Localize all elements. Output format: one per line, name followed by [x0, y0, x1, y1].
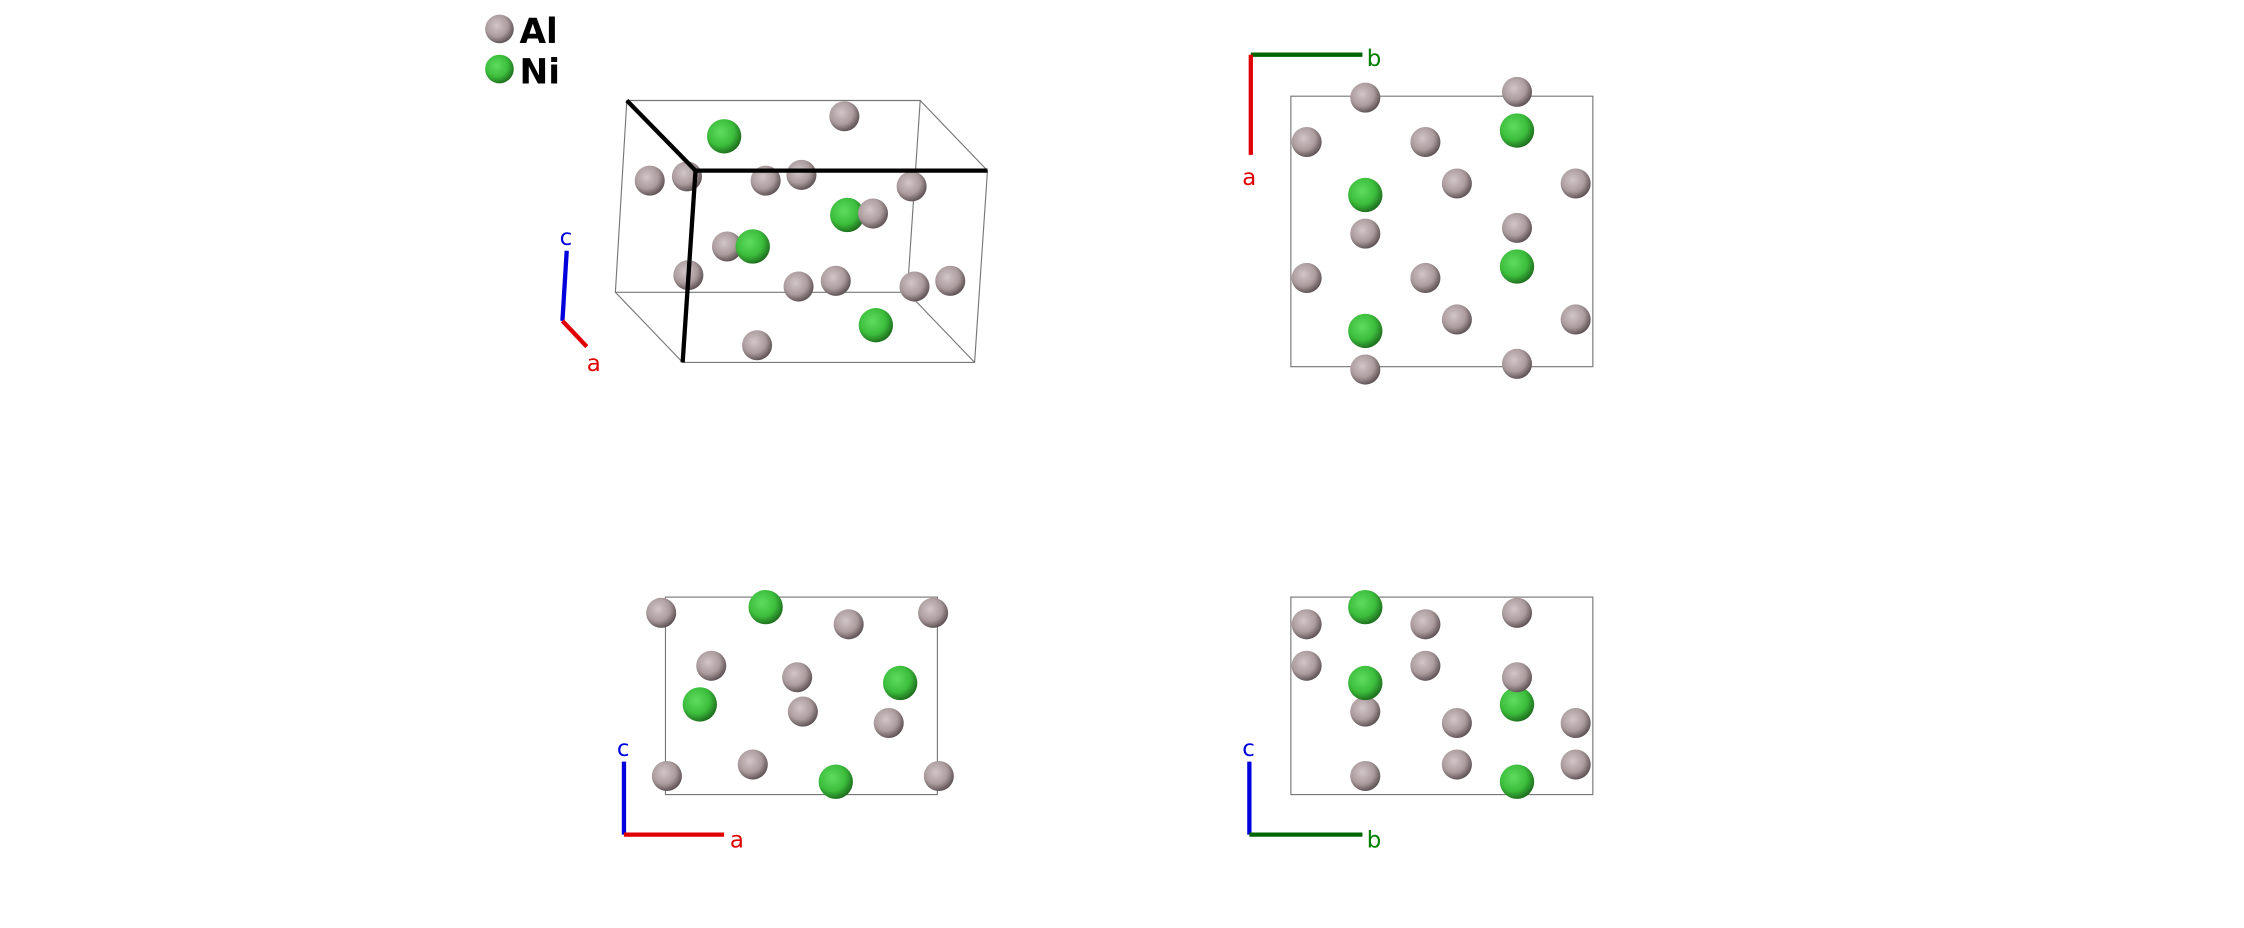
panel-perspective: c a — [560, 98, 989, 377]
axis-label-c: c — [617, 736, 630, 762]
al-atom — [1501, 597, 1533, 628]
axis-indicator: b a — [1242, 46, 1381, 191]
al-atom — [1350, 354, 1381, 385]
al-atom — [896, 171, 927, 202]
ni-atom — [1348, 313, 1383, 349]
ni-atom — [735, 229, 770, 264]
al-atom — [1350, 82, 1381, 113]
panel-along-b: c a — [617, 589, 954, 854]
axis-label-c: c — [1242, 736, 1255, 762]
ni-atom — [830, 197, 865, 233]
al-atom — [1501, 662, 1533, 693]
ni-atom — [858, 308, 894, 343]
al-atom — [857, 198, 889, 229]
al-atom — [1410, 650, 1441, 681]
al-atom — [1291, 262, 1322, 293]
al-atom — [1291, 650, 1322, 681]
ni-atom — [706, 119, 742, 154]
al-atom — [742, 330, 773, 361]
al-atom — [1350, 760, 1381, 792]
axis-label-a: a — [730, 828, 744, 854]
al-atom — [935, 265, 966, 296]
al-atom — [1441, 708, 1472, 739]
al-atom — [1291, 609, 1322, 640]
al-atom — [1410, 126, 1441, 158]
axis-label-b: b — [1367, 828, 1382, 854]
ni-atom — [818, 764, 853, 799]
legend-ni-sphere — [485, 54, 514, 84]
al-atom — [711, 231, 743, 262]
al-atom — [873, 708, 904, 739]
legend-al-label: Al — [519, 12, 557, 52]
panel-along-a: c b — [1242, 589, 1594, 854]
al-atom — [1441, 749, 1472, 780]
al-atom — [1501, 76, 1533, 107]
al-atom — [1350, 696, 1381, 727]
cell-vectors — [625, 98, 988, 363]
al-atom — [1410, 609, 1441, 640]
al-atom — [634, 165, 665, 196]
al-atom — [820, 265, 851, 296]
ni-atom — [1499, 113, 1535, 148]
al-atom — [1560, 749, 1591, 780]
al-atom — [1350, 218, 1381, 249]
axis-label-b: b — [1367, 46, 1382, 72]
al-atom — [787, 696, 818, 727]
unit-cell — [1290, 596, 1594, 796]
axis-label-a: a — [1242, 165, 1256, 191]
unit-cell — [614, 99, 989, 363]
al-atom — [833, 609, 864, 640]
al-atom — [696, 650, 727, 681]
ni-atom — [1499, 249, 1535, 284]
ni-atom — [1348, 665, 1383, 701]
al-atom — [918, 597, 949, 628]
al-atom — [1560, 304, 1591, 335]
al-atom — [671, 161, 702, 192]
axis-indicator: c a — [617, 736, 744, 854]
al-atom — [646, 597, 677, 628]
ni-atom — [1348, 589, 1383, 625]
panel-along-c: b a — [1242, 46, 1594, 385]
ni-atom — [1499, 764, 1535, 799]
al-atom — [750, 165, 781, 196]
legend-ni-label: Ni — [519, 52, 560, 92]
al-atom — [1291, 126, 1322, 158]
al-atom — [651, 760, 682, 792]
unit-cell — [664, 596, 938, 796]
al-atom — [1501, 348, 1533, 379]
ni-atom — [682, 687, 717, 722]
axis-indicator: c a — [560, 225, 601, 377]
legend-al-sphere — [485, 14, 514, 44]
al-atom — [783, 271, 814, 302]
al-atom — [1441, 168, 1472, 199]
al-atom — [923, 760, 954, 792]
al-atom — [1410, 262, 1441, 293]
ni-atom — [1348, 177, 1383, 213]
ni-atom — [1499, 687, 1535, 722]
legend: Al Ni — [485, 12, 560, 92]
al-atom — [786, 159, 817, 190]
al-atom — [829, 101, 860, 132]
al-atom — [1501, 212, 1533, 243]
axis-indicator: c b — [1242, 736, 1381, 854]
al-atom — [782, 662, 813, 693]
al-atom — [1560, 168, 1591, 199]
unit-cell — [1290, 95, 1594, 368]
ni-atom — [883, 665, 918, 701]
axis-label-c: c — [560, 225, 573, 251]
al-atom — [737, 749, 768, 780]
axis-label-a: a — [587, 351, 601, 377]
al-atom — [1560, 708, 1591, 739]
ni-atom — [748, 589, 783, 625]
al-atom — [1441, 304, 1472, 335]
al-atom — [899, 271, 930, 302]
